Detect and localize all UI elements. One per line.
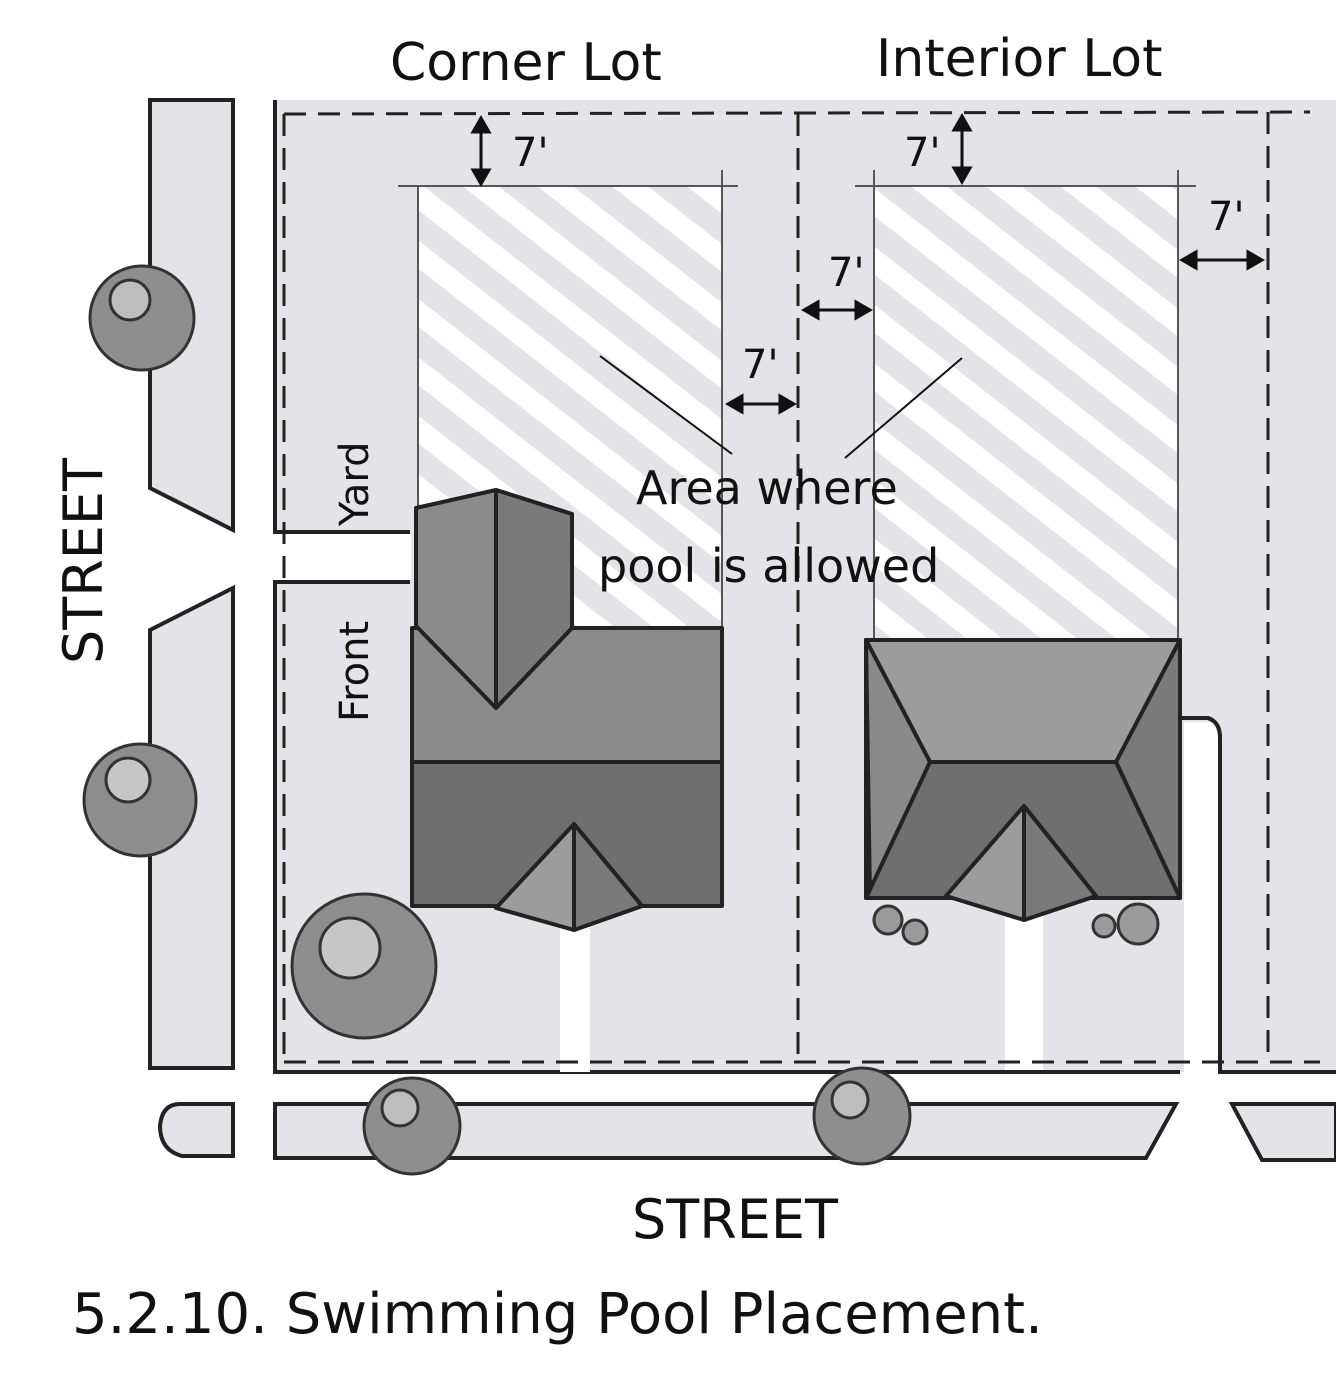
figure-caption: 5.2.10. Swimming Pool Placement. [72,1282,1043,1347]
front-label: Front [332,621,378,722]
corner-lot-house [410,488,724,932]
dimension-arrows [470,112,1266,415]
tree-bottom-middle [812,1066,912,1166]
shrubs [872,902,1160,946]
walkway-edge-top [273,100,410,534]
interior-rear-setback: 7' [904,130,940,176]
leader-line-interior [844,357,963,459]
corner-side-arrow [724,393,798,415]
interior-allowed-area [874,186,1178,641]
interior-left-arrow [800,299,874,321]
area-label-line2: pool is allowed [598,539,939,593]
property-lines [282,110,1320,1064]
interior-lot-house [864,638,1182,922]
corner-house-wing-face [494,488,574,710]
interior-right-setback: 7' [1208,194,1244,240]
corner-driveway [560,920,590,1072]
corner-rear-arrow [470,114,492,188]
walkway-edge-bottom [273,580,1180,1074]
interior-lot-label: Interior Lot [876,29,1162,89]
corner-lot-label: Corner Lot [390,33,662,93]
street-left-label: STREET [52,457,115,664]
tree-corner-yard [290,892,438,1040]
trees [82,264,912,1176]
bottom-sidewalk-corner [157,1102,235,1158]
tree-left-middle [82,742,198,858]
front-walkway [233,534,411,580]
tree-left-upper [88,264,196,372]
street-bottom-label: STREET [632,1188,839,1251]
interior-rear-arrow [951,112,973,186]
tree-bottom-left [362,1076,462,1176]
interior-right-arrow [1178,249,1266,271]
area-label-line1: Area where [636,461,898,515]
interior-driveway [1005,915,1043,1070]
leader-line-corner [599,355,733,455]
left-sidewalk-lower [148,584,235,1070]
corner-rear-setback: 7' [512,130,548,176]
interior-left-setback: 7' [828,250,864,296]
yard-label: Yard [332,441,378,527]
bottom-sidewalk-right [1228,1102,1336,1162]
corner-side-setback: 7' [742,342,778,388]
